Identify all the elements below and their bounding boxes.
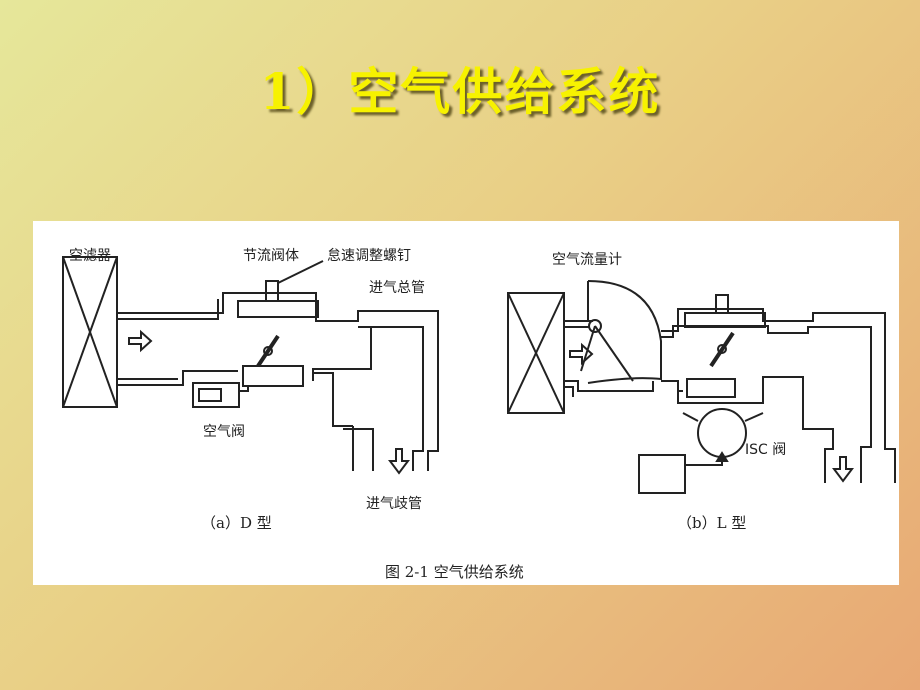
figure-caption: 图 2-1 空气供给系统 [385,563,524,581]
isc-valve-circle [697,408,747,458]
throttle-plate-b [709,331,735,368]
label-throttle-body: 节流阀体 [243,248,299,264]
label-air-valve: 空气阀 [203,424,245,440]
air-supply-diagram [62,256,896,494]
label-isc-valve: ISC 阀 [745,442,787,458]
label-intake-manifold: 进气歧管 [366,496,422,512]
diagram-figure: 空滤器 节流阀体 怠速调整螺钉 进气总管 空气阀 进气歧管 （a）D 型 空气流… [33,221,899,585]
airflow-meter-b [580,280,662,384]
caption-b: （b）L 型 [677,514,747,532]
air-valve-a [192,382,249,408]
idle-screw-a [265,280,279,302]
throttle-body-b [684,312,766,328]
caption-a: （a）D 型 [201,514,272,532]
label-intake-main: 进气总管 [369,280,425,296]
air-filter-a [62,256,118,408]
slide-title: 1）空气供给系统 [259,62,661,121]
flow-arrow-b [569,342,594,366]
throttle-plate-a [256,334,280,368]
down-arrow-a [388,448,410,475]
flow-arrow-a [128,329,153,353]
air-filter-b [507,292,565,414]
ecu-box-b [638,454,686,494]
throttle-body-a [237,300,319,318]
intake-duct-a [117,292,439,471]
label-air-filter: 空滤器 [69,248,111,264]
down-arrow-b [832,456,854,483]
label-airflow-meter: 空气流量计 [552,252,622,268]
label-idle-screw: 怠速调整螺钉 [327,248,411,264]
